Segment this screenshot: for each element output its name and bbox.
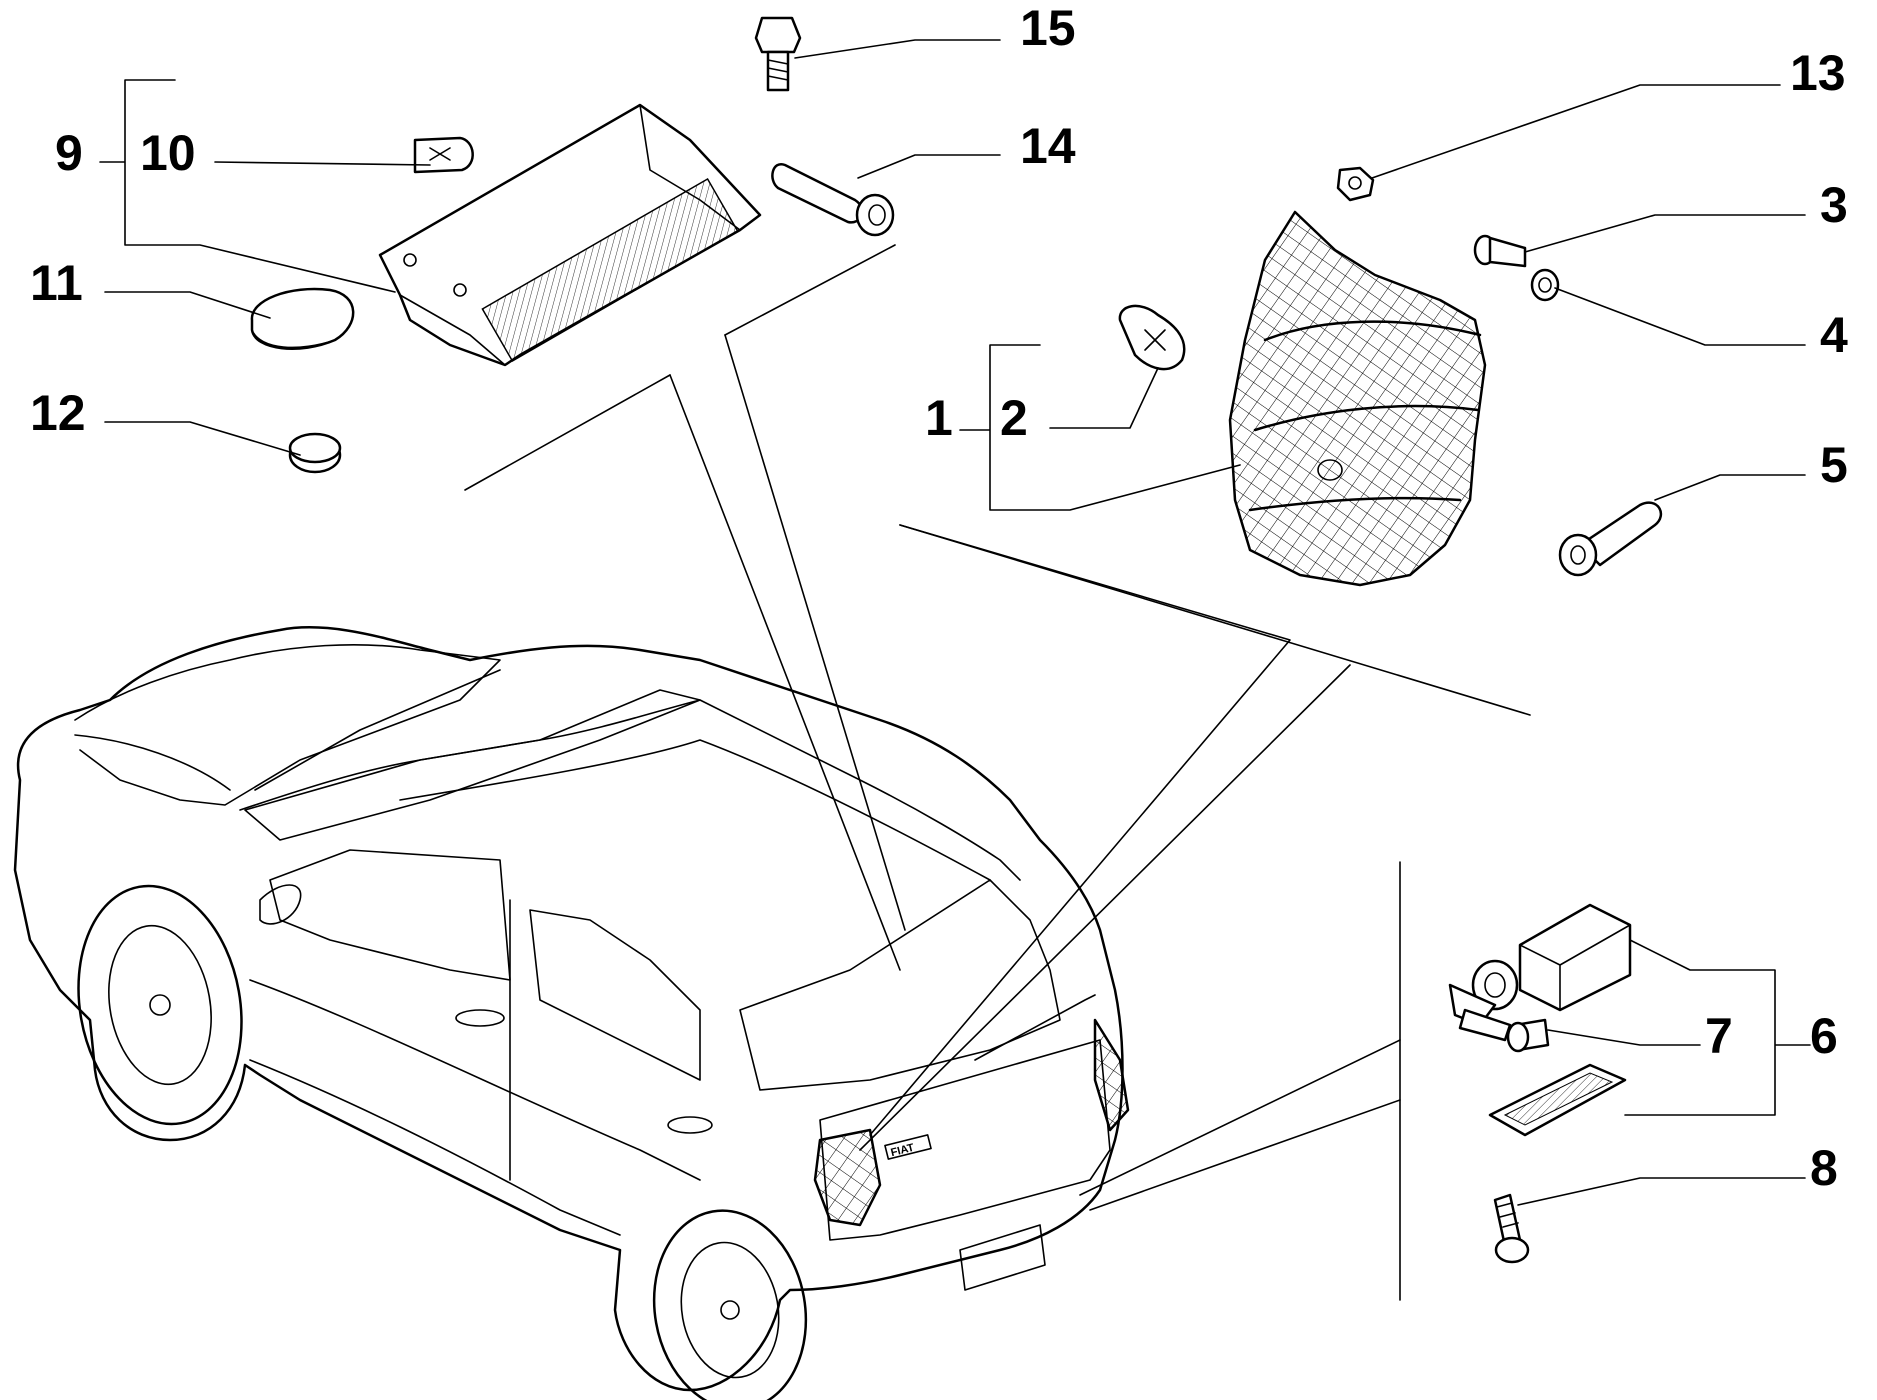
car-front-door-handle [455, 1009, 505, 1027]
car-rear-glass [739, 879, 1061, 1091]
car-body-outline [13, 626, 1124, 1392]
car-tail-light-right [1093, 1018, 1130, 1132]
pointer-lines [464, 244, 1531, 1301]
callout-1: 1 [925, 390, 953, 446]
high-mount-brake-light [378, 103, 762, 367]
license-plate-light [1448, 903, 1632, 1042]
car-illustration: FIAT [13, 626, 1130, 1400]
nut-13 [1336, 166, 1375, 202]
callout-2: 2 [1000, 390, 1028, 446]
callout-15: 15 [1020, 0, 1076, 56]
callout-12: 12 [30, 385, 86, 441]
car-tail-light [813, 1128, 882, 1227]
car-rear-wiper [974, 994, 1096, 1061]
callout-5: 5 [1820, 437, 1848, 493]
callout-13: 13 [1790, 45, 1846, 101]
callout-3: 3 [1820, 177, 1848, 233]
car-rear-door-handle [667, 1116, 713, 1134]
callout-6: 6 [1810, 1008, 1838, 1064]
cap-12 [288, 432, 342, 474]
car-roof-line [399, 739, 991, 881]
screw-15 [754, 16, 802, 92]
car-roof [239, 699, 1021, 881]
car-hood-crease [74, 734, 231, 791]
screw-3 [1473, 234, 1527, 268]
screw-8 [1493, 1193, 1530, 1264]
spacer-5 [1558, 501, 1662, 577]
car-side-mirror [259, 884, 302, 925]
callout-10: 10 [140, 125, 196, 181]
car-sill [249, 1059, 621, 1236]
car-rear-wheel [652, 1209, 808, 1400]
plug-11 [250, 287, 355, 350]
callout-labels: 9 10 11 12 15 14 13 3 4 5 1 2 6 7 8 [30, 0, 1848, 1196]
car-hood [74, 643, 501, 806]
car-front-wheel [77, 884, 243, 1126]
car-badge: FIAT [890, 1142, 916, 1159]
bulb-10 [413, 136, 474, 174]
washer-4 [1530, 268, 1560, 302]
tail-light-assembly [1228, 210, 1487, 587]
car-windshield [244, 689, 701, 841]
car-front-window [269, 849, 511, 981]
bulb-2 [1118, 304, 1186, 371]
callout-8: 8 [1810, 1140, 1838, 1196]
callout-9: 9 [55, 125, 83, 181]
car-rear-window [529, 909, 701, 1081]
license-light-lens [1488, 1063, 1627, 1137]
spacer-14 [771, 162, 895, 237]
callout-14: 14 [1020, 118, 1076, 174]
callout-11: 11 [30, 255, 83, 311]
callout-leaders [99, 39, 1811, 1206]
car-side-crease [249, 979, 701, 1181]
callout-7: 7 [1705, 1008, 1733, 1064]
bulb-7 [1506, 1018, 1550, 1053]
car-license-plate [959, 1224, 1046, 1291]
car-front-wiper [254, 669, 501, 791]
callout-4: 4 [1820, 307, 1848, 363]
car-badge-frame [884, 1134, 932, 1160]
